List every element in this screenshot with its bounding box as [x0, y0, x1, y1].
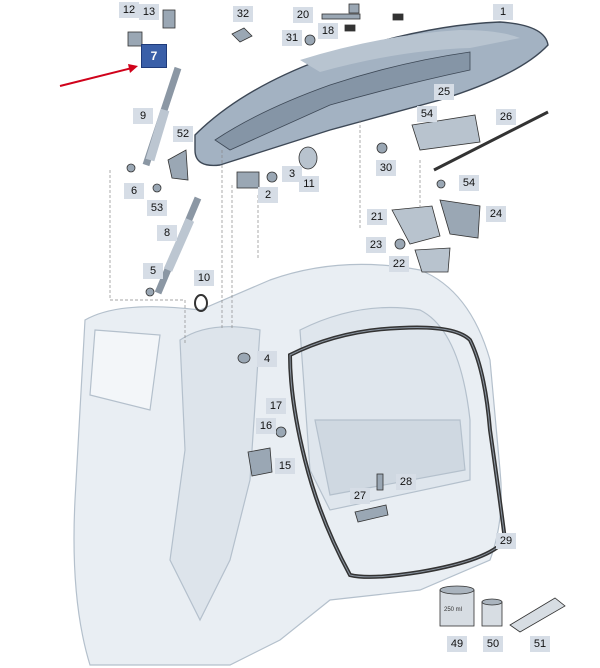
part-label-18[interactable]: 18: [318, 23, 338, 39]
part-label-32[interactable]: 32: [233, 6, 253, 22]
part-label-54[interactable]: 54: [417, 106, 437, 122]
can-label: 250 ml: [444, 607, 463, 613]
part-label-51[interactable]: 51: [530, 636, 550, 652]
part-label-26[interactable]: 26: [496, 109, 516, 125]
part-label-21[interactable]: 21: [367, 209, 387, 225]
highlight-label[interactable]: 7: [141, 44, 167, 68]
part-label-20[interactable]: 20: [293, 7, 313, 23]
part-label-5[interactable]: 5: [143, 263, 163, 279]
part-label-31[interactable]: 31: [282, 30, 302, 46]
part-label-53[interactable]: 53: [147, 200, 167, 216]
part-label-54b[interactable]: 54: [459, 175, 479, 191]
gas-struts: [142, 66, 202, 295]
part-label-16[interactable]: 16: [256, 418, 276, 434]
part-label-52[interactable]: 52: [173, 126, 193, 142]
consumables: [439, 585, 566, 633]
part-label-2[interactable]: 2: [258, 187, 278, 203]
part-label-22[interactable]: 22: [389, 256, 409, 272]
part-label-10[interactable]: 10: [194, 270, 214, 286]
small-parts: [126, 3, 549, 523]
part-label-4[interactable]: 4: [257, 351, 277, 367]
callout-arrow: [59, 67, 133, 87]
part-label-13[interactable]: 13: [139, 4, 159, 20]
part-label-49[interactable]: 49: [447, 636, 467, 652]
part-label-17[interactable]: 17: [266, 398, 286, 414]
part-label-9[interactable]: 9: [133, 108, 153, 124]
part-label-28[interactable]: 28: [396, 474, 416, 490]
part-label-15[interactable]: 15: [275, 458, 295, 474]
part-label-50[interactable]: 50: [483, 636, 503, 652]
part-label-8[interactable]: 8: [157, 225, 177, 241]
part-label-27[interactable]: 27: [350, 488, 370, 504]
part-label-29[interactable]: 29: [496, 533, 516, 549]
part-label-25[interactable]: 25: [434, 84, 454, 100]
part-label-6[interactable]: 6: [124, 183, 144, 199]
part-label-3[interactable]: 3: [282, 166, 302, 182]
part-label-1[interactable]: 1: [493, 4, 513, 20]
part-label-23[interactable]: 23: [366, 237, 386, 253]
leader-lines: [109, 120, 421, 345]
part-label-11[interactable]: 11: [299, 176, 319, 192]
part-label-12[interactable]: 12: [119, 2, 139, 18]
part-label-30[interactable]: 30: [376, 160, 396, 176]
tailgate: [194, 21, 549, 167]
part-label-24[interactable]: 24: [486, 206, 506, 222]
